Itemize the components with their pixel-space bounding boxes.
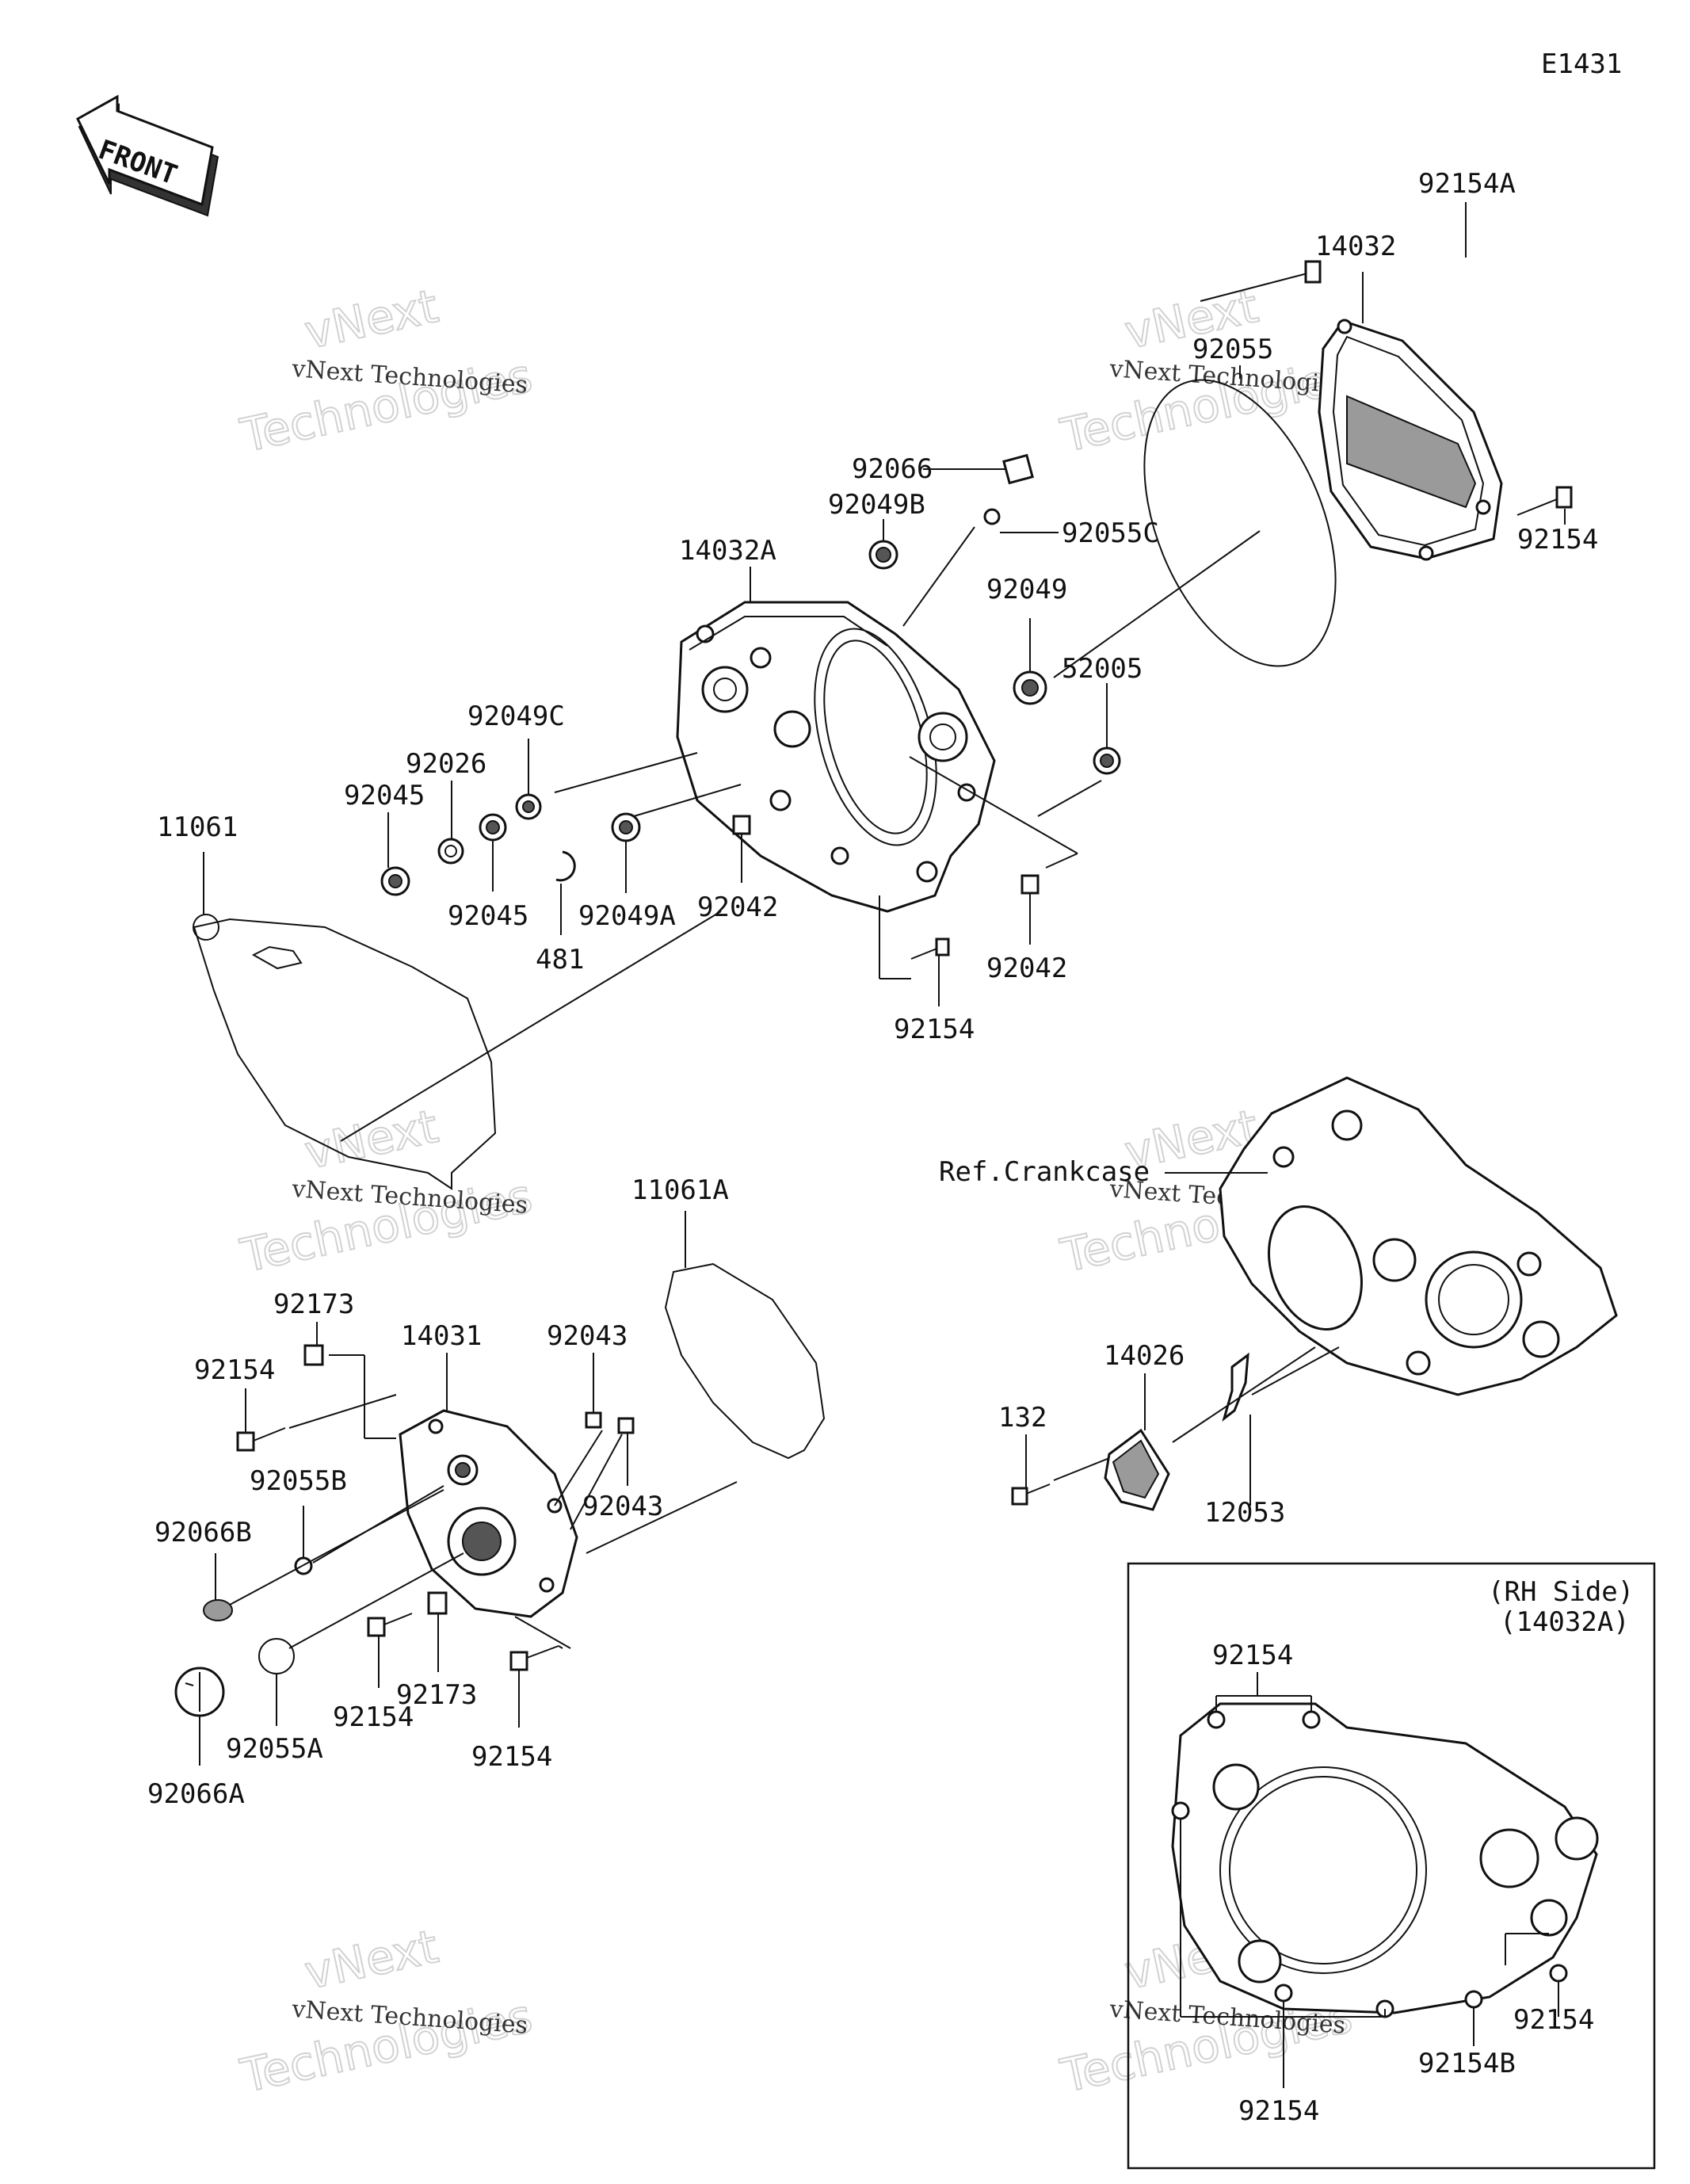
gasket-11061A bbox=[664, 1262, 826, 1460]
label-92045-b: 92045 bbox=[448, 900, 528, 932]
label-14031: 14031 bbox=[401, 1320, 482, 1352]
label-92045-a: 92045 bbox=[344, 780, 425, 811]
label-92055B: 92055B bbox=[250, 1465, 347, 1497]
sprocket-cover-14026-inner bbox=[1112, 1439, 1160, 1499]
label-92154-top-right: 92154 bbox=[1517, 524, 1598, 556]
dowel-92042-b bbox=[1020, 874, 1040, 895]
plug-92066 bbox=[1002, 453, 1034, 485]
lh-cover-14031 bbox=[399, 1409, 578, 1618]
dowel-92042-a bbox=[732, 815, 751, 835]
rh-cover-14032A bbox=[676, 601, 996, 913]
label-14026: 14026 bbox=[1104, 1340, 1185, 1372]
label-92042-b: 92042 bbox=[986, 953, 1067, 984]
o-ring-92055C bbox=[983, 508, 1001, 525]
label-14032A: 14032A bbox=[679, 535, 776, 567]
label-92049A: 92049A bbox=[578, 900, 676, 932]
clamp-92173-a bbox=[303, 1344, 324, 1366]
outer-cover-14032 bbox=[1318, 319, 1503, 561]
label-92049C: 92049C bbox=[467, 701, 565, 732]
gasket-11061-window bbox=[251, 945, 303, 970]
label-92154-inset-right: 92154 bbox=[1513, 2004, 1594, 2036]
bolt-92154A bbox=[1200, 260, 1322, 302]
label-92049: 92049 bbox=[986, 574, 1067, 605]
label-481: 481 bbox=[536, 944, 584, 976]
rh-side-inset-frame bbox=[1127, 1562, 1656, 2170]
bolt-92154-bottom-mid bbox=[509, 1645, 559, 1671]
label-92055A: 92055A bbox=[226, 1733, 323, 1765]
label-92042-a: 92042 bbox=[697, 892, 778, 923]
label-92154-inset-bottom: 92154 bbox=[1238, 2095, 1319, 2127]
label-92049B: 92049B bbox=[828, 489, 925, 521]
label-132: 132 bbox=[998, 1402, 1047, 1434]
chain-guide-12053 bbox=[1222, 1352, 1249, 1422]
seal-92049 bbox=[1013, 670, 1047, 705]
seal-92045-b bbox=[479, 813, 507, 842]
gasket-11061-hole bbox=[193, 914, 219, 941]
circlip-481 bbox=[555, 850, 576, 882]
label-ref-crankcase: Ref.Crankcase bbox=[939, 1156, 1150, 1188]
seal-92049C bbox=[515, 793, 542, 820]
plug-92066B bbox=[203, 1599, 233, 1621]
seal-92045-a bbox=[380, 866, 410, 896]
bolt-92154-top-right bbox=[1516, 486, 1573, 516]
inset-title-line1: (RH Side) bbox=[1488, 1576, 1634, 1608]
label-92043-a: 92043 bbox=[547, 1320, 628, 1352]
front-arrow-icon: FRONT bbox=[76, 94, 219, 217]
label-92055C: 92055C bbox=[1062, 517, 1159, 549]
watermark-ghost-line1: vNext bbox=[300, 279, 443, 360]
watermark-top-right: vNext Technologies vNext Technologies bbox=[1055, 278, 1358, 464]
label-92066A: 92066A bbox=[147, 1778, 245, 1810]
dowel-92043-a bbox=[585, 1411, 602, 1429]
bolt-92154-mid bbox=[910, 937, 950, 960]
bolt-92154-bottom-left bbox=[367, 1613, 413, 1637]
leader-lines bbox=[199, 202, 1566, 2088]
plug-92066A bbox=[174, 1667, 225, 1717]
label-92043-b: 92043 bbox=[582, 1491, 663, 1522]
label-92066: 92066 bbox=[852, 453, 933, 485]
watermark-mid-left: vNext Technologies vNext Technologies bbox=[235, 1098, 538, 1284]
label-92154-inset-top: 92154 bbox=[1212, 1640, 1293, 1671]
label-92154-bottom-mid: 92154 bbox=[471, 1741, 552, 1773]
label-14032: 14032 bbox=[1315, 231, 1396, 262]
diagram-code: E1431 bbox=[1541, 48, 1622, 80]
label-11061: 11061 bbox=[157, 811, 238, 843]
gasket-11061 bbox=[193, 918, 497, 1190]
label-92154-mid: 92154 bbox=[894, 1014, 975, 1045]
bolt-132 bbox=[1011, 1483, 1051, 1506]
seal-52005 bbox=[1093, 746, 1121, 775]
o-ring-92055A bbox=[258, 1638, 295, 1674]
label-92173-a: 92173 bbox=[273, 1289, 354, 1320]
label-92055: 92055 bbox=[1192, 334, 1273, 365]
watermark-bottom-left: vNext Technologies vNext Technologies bbox=[235, 1919, 538, 2104]
label-92066B: 92066B bbox=[155, 1517, 252, 1548]
label-92173-b: 92173 bbox=[396, 1679, 477, 1711]
label-92154-left: 92154 bbox=[194, 1354, 275, 1386]
label-11061A: 11061A bbox=[631, 1174, 729, 1206]
label-52005: 52005 bbox=[1062, 653, 1143, 685]
label-12053: 12053 bbox=[1204, 1497, 1285, 1529]
label-92154A: 92154A bbox=[1418, 168, 1516, 200]
watermark-ghost-line1: vNext bbox=[300, 1919, 443, 2000]
seal-92049A bbox=[611, 812, 641, 842]
watermark-top-left: vNext Technologies vNext Technologies bbox=[235, 278, 538, 464]
seal-92049B bbox=[868, 540, 898, 570]
inset-cover-14032A bbox=[1171, 1702, 1599, 2018]
bearing-92026 bbox=[437, 838, 464, 865]
label-92154-bottom-left: 92154 bbox=[333, 1701, 414, 1733]
inset-title-line2: (14032A) bbox=[1500, 1606, 1630, 1638]
dowel-92043-b bbox=[617, 1417, 635, 1434]
label-92026: 92026 bbox=[406, 748, 486, 780]
o-ring-92055 bbox=[1143, 379, 1337, 667]
crankcase-reference bbox=[1219, 1076, 1618, 1396]
clamp-92173-b bbox=[427, 1591, 448, 1615]
watermark-ghost-line1: vNext bbox=[300, 1099, 443, 1180]
label-92154B: 92154B bbox=[1418, 2048, 1516, 2079]
